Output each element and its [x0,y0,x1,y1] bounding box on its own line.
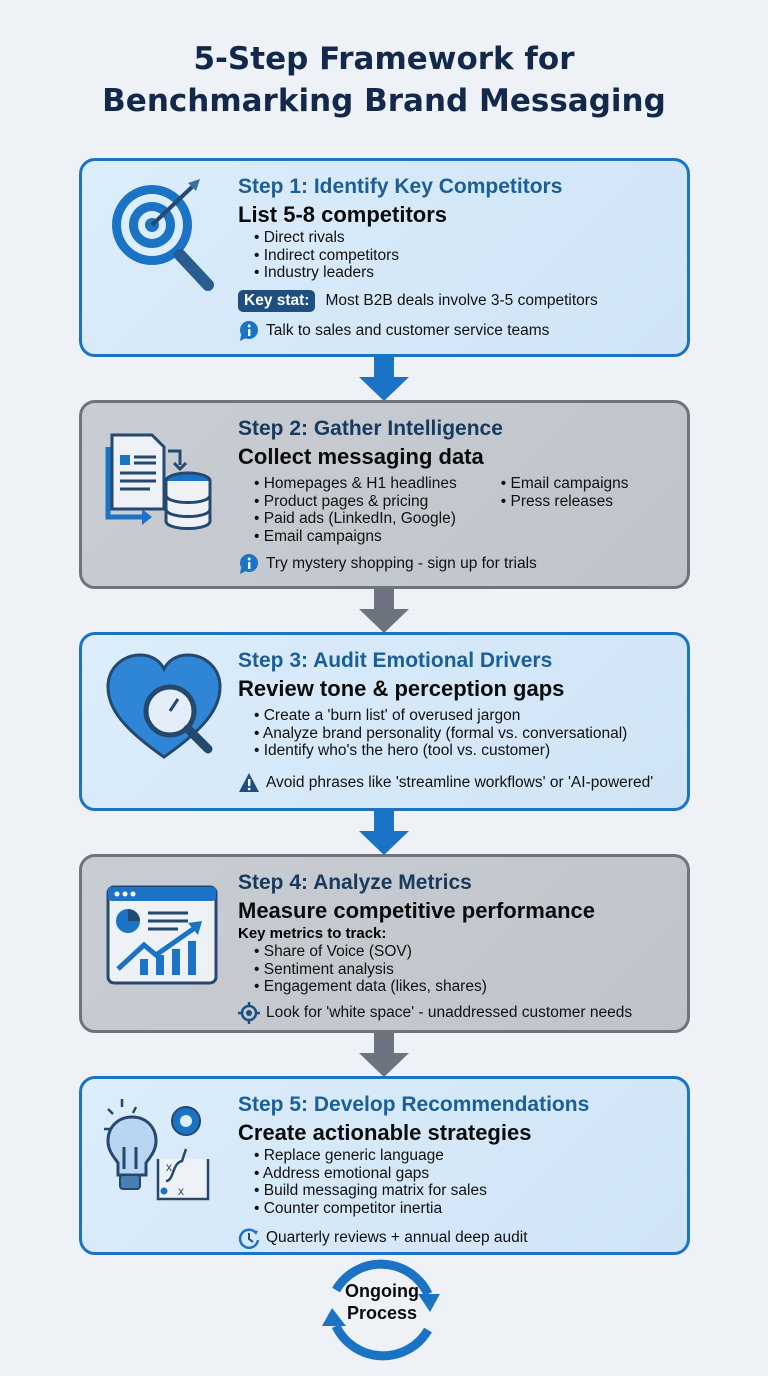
step-subtitle: List 5-8 competitors [238,202,448,227]
step-title: Step 2: Gather Intelligence [238,417,503,440]
lightbulb-gear-icon: xx [104,1099,210,1201]
list-item: Email campaigns [254,528,457,546]
dashboard-chart-icon [106,885,218,985]
tip-text: Look for 'white space' - unaddressed cus… [266,1003,633,1021]
step-title: Step 3: Audit Emotional Drivers [238,649,553,672]
step-3-card: Step 3: Audit Emotional Drivers Review t… [79,632,690,811]
list-item: Address emotional gaps [254,1165,677,1183]
step-1-card: Step 1: Identify Key Competitors List 5-… [79,158,690,357]
arrow-down-icon [359,589,409,633]
step-2-card: Step 2: Gather Intelligence Collect mess… [79,400,690,589]
arrow-down-icon [359,811,409,855]
warning-icon [239,772,259,792]
list-item: Press releases [501,493,629,511]
svg-text:x: x [166,1160,172,1174]
title-line-2: Benchmarking Brand Messaging [102,83,666,119]
bullet-list: Create a 'burn list' of overused jargonA… [254,707,677,760]
list-item: Build messaging matrix for sales [254,1182,677,1200]
info-icon [240,320,258,341]
clock-refresh-icon [238,1228,260,1249]
svg-text:x: x [178,1184,184,1198]
list-item: Industry leaders [254,264,677,282]
tip-text: Talk to sales and customer service teams [266,321,550,339]
step-4-card: Step 4: Analyze Metrics Measure competit… [79,854,690,1033]
list-item: Indirect competitors [254,247,677,265]
step-subtitle: Measure competitive performance [238,898,596,923]
cycle-line-1: Ongoing [345,1281,419,1301]
step-title: Step 5: Develop Recommendations [238,1093,590,1116]
list-item: Identify who's the hero (tool vs. custom… [254,742,677,760]
key-stat-text: Most B2B deals involve 3-5 competitors [325,291,598,309]
step-title: Step 4: Analyze Metrics [238,871,472,894]
document-database-icon [105,433,212,530]
step-title: Step 1: Identify Key Competitors [238,175,563,198]
key-stat-badge: Key stat: [238,289,316,312]
step-subtitle: Review tone & perception gaps [238,676,565,701]
list-item: Analyze brand personality (formal vs. co… [254,725,677,743]
heart-gauge-icon [106,653,222,759]
tip-text: Try mystery shopping - sign up for trial… [266,555,537,572]
list-item: Sentiment analysis [254,961,677,979]
list-item: Direct rivals [254,229,677,247]
list-item: Product pages & pricing [254,493,457,511]
target-magnifier-icon [112,179,214,291]
list-item: Paid ads (LinkedIn, Google) [254,510,457,528]
bullet-list: Homepages & H1 headlinesProduct pages & … [254,475,457,545]
tip-text: Quarterly reviews + annual deep audit [266,1229,528,1246]
cycle-line-2: Process [346,1303,418,1323]
metrics-label: Key metrics to track: [238,925,387,942]
bullet-list: Share of Voice (SOV)Sentiment analysisEn… [254,943,677,996]
bullet-list: Replace generic languageAddress emotiona… [254,1147,677,1217]
title-line-1: 5-Step Framework for [193,41,575,77]
arrow-down-icon [359,357,409,401]
bullet-list: Direct rivalsIndirect competitorsIndustr… [254,229,677,282]
bullet-list-col2: Email campaignsPress releases [501,475,629,545]
crosshair-target-icon [238,1001,260,1024]
step-subtitle: Collect messaging data [238,444,484,469]
step-subtitle: Create actionable strategies [238,1120,532,1145]
list-item: Homepages & H1 headlines [254,475,457,493]
warning-text: Avoid phrases like 'streamline workflows… [266,773,654,791]
arrow-down-icon [359,1033,409,1077]
list-item: Share of Voice (SOV) [254,943,677,961]
list-item: Replace generic language [254,1147,677,1165]
info-icon [240,554,258,574]
list-item: Engagement data (likes, shares) [254,978,677,996]
list-item: Email campaigns [501,475,628,493]
cycle-arrows-icon [322,1259,440,1361]
list-item: Counter competitor inertia [254,1200,677,1218]
list-item: Create a 'burn list' of overused jargon [254,707,677,725]
